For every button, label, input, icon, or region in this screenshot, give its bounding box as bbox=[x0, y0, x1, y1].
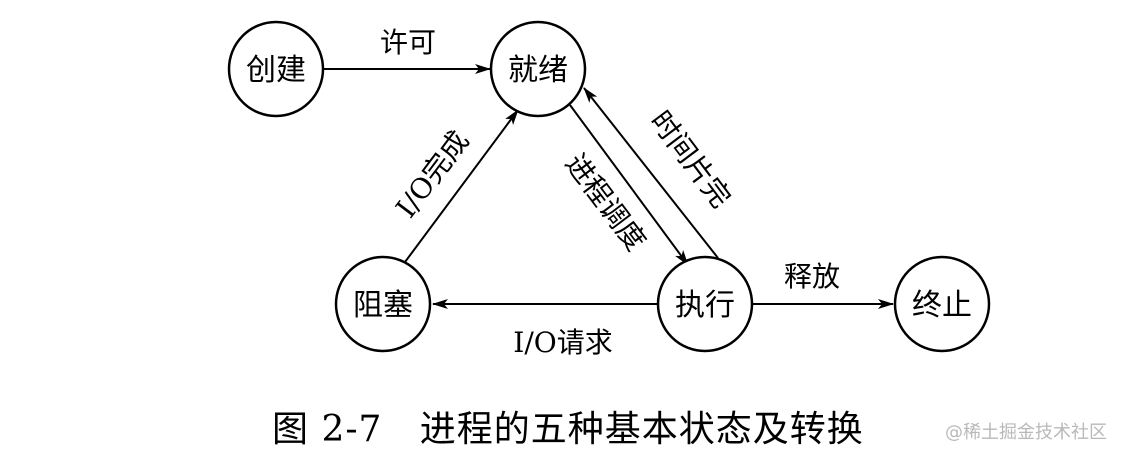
node-blocked-label: 阻塞 bbox=[353, 288, 413, 323]
node-terminated: 终止 bbox=[893, 255, 991, 353]
label-io-complete: I/O完成 bbox=[389, 125, 475, 224]
label-admit: 许可 bbox=[380, 26, 436, 59]
node-ready-label: 就绪 bbox=[508, 53, 568, 88]
label-io-request: I/O请求 bbox=[513, 326, 612, 359]
node-running-label: 执行 bbox=[675, 288, 735, 323]
node-ready: 就绪 bbox=[489, 20, 587, 118]
figure-caption: 图 2-7 进程的五种基本状态及转换 bbox=[272, 409, 864, 450]
node-blocked: 阻塞 bbox=[334, 255, 432, 353]
watermark: @稀土掘金技术社区 bbox=[945, 422, 1107, 443]
process-state-diagram: 创建 就绪 阻塞 执行 终止 许可 I/O完成 进程调度 时间片完 释放 I/O… bbox=[227, 20, 991, 359]
label-release: 释放 bbox=[784, 260, 840, 293]
edge-running-to-ready bbox=[583, 87, 719, 259]
node-terminated-label: 终止 bbox=[912, 288, 972, 323]
edge-blocked-to-ready bbox=[404, 109, 519, 263]
edge-ready-to-running bbox=[569, 104, 689, 266]
node-running: 执行 bbox=[656, 255, 754, 353]
label-dispatch: 进程调度 bbox=[559, 148, 653, 257]
node-create-label: 创建 bbox=[246, 53, 306, 88]
node-create: 创建 bbox=[227, 20, 325, 118]
label-timeout: 时间片完 bbox=[644, 105, 738, 214]
